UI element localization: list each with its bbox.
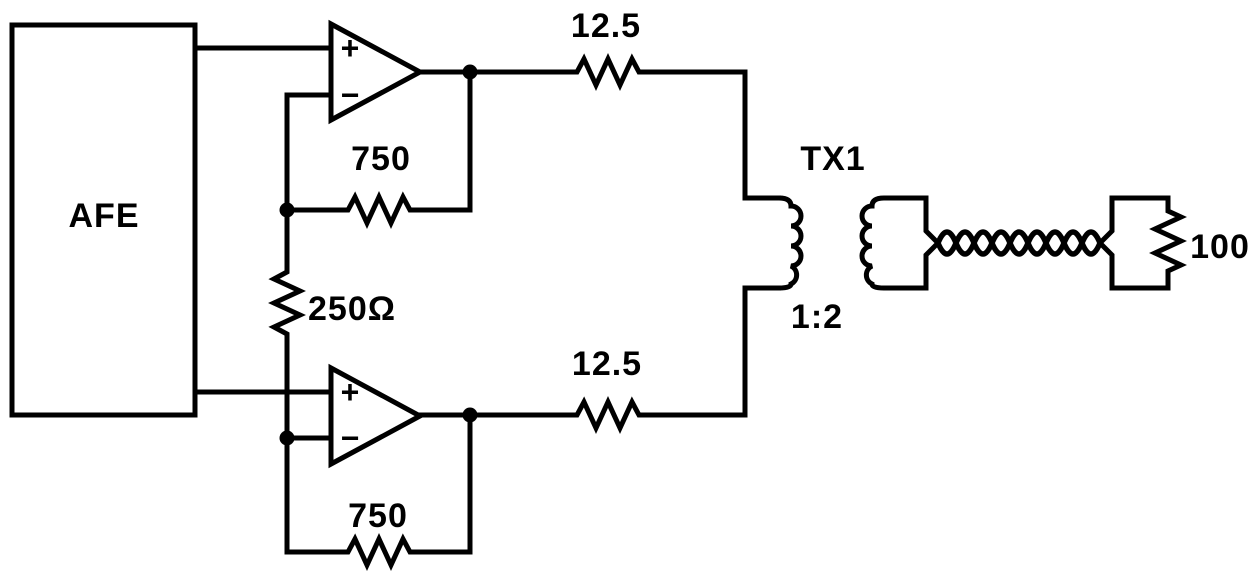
resistor-load-100 (1098, 195, 1187, 291)
load-resistor-value: 100 (1190, 228, 1250, 266)
series-resistor-bottom-value: 12.5 (572, 345, 642, 383)
twisted-pair-strand-b (935, 229, 1103, 257)
afe-block (9, 22, 198, 418)
twisted-pair-strand-a (935, 229, 1103, 257)
series-resistor-top-value: 12.5 (571, 7, 641, 45)
opamp-bottom-plus-sign: + (341, 374, 360, 410)
opamp-top-triangle (328, 19, 426, 125)
transformer-secondary-coil (859, 195, 940, 291)
transformer-turns-ratio: 1:2 (791, 298, 843, 336)
resistor-gain-250 (268, 210, 306, 438)
junction-dot-top-output (462, 64, 478, 80)
feedback-resistor-top-value: 750 (351, 140, 411, 178)
rail-top-with-series-resistor (418, 53, 781, 201)
rail-bottom-with-series-resistor (418, 285, 781, 434)
junction-dot-top-inverting (279, 202, 295, 218)
wire-opamp-top-inverting (284, 92, 333, 212)
opamp-bottom-triangle (328, 363, 426, 469)
gain-resistor-value: 250Ω (308, 290, 396, 328)
transformer-primary-coil (778, 195, 804, 291)
resistor-feedback-top (287, 72, 473, 229)
feedback-resistor-bottom-value: 750 (348, 497, 408, 535)
junction-dot-bottom-output (462, 407, 478, 423)
opamp-top-minus-sign: − (341, 77, 360, 113)
resistor-feedback-bottom (284, 415, 473, 571)
afe-label: AFE (69, 197, 140, 235)
transformer-name: TX1 (800, 140, 865, 178)
opamp-top-plus-sign: + (341, 30, 360, 66)
opamp-bottom-minus-sign: − (341, 420, 360, 456)
junction-dot-bottom-inverting (279, 430, 295, 446)
